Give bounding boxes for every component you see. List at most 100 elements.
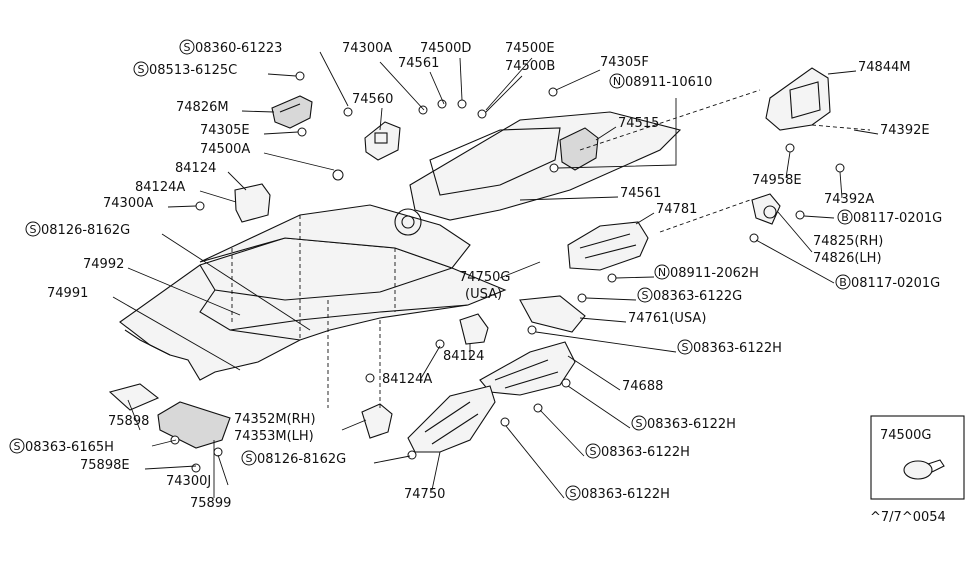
part-number: 84124A bbox=[135, 180, 185, 195]
prefix-letter: S bbox=[590, 445, 597, 458]
part-number: 08126-8162G bbox=[257, 452, 346, 467]
prefix-letter: S bbox=[636, 417, 643, 430]
part-label-p74781: 74781 bbox=[656, 202, 697, 217]
part-label-p74305f: 74305F bbox=[600, 55, 649, 70]
part-label-p74515: 74515 bbox=[618, 116, 659, 131]
rear-floor-section bbox=[394, 111, 682, 236]
part-number: 08911-2062H bbox=[670, 266, 759, 281]
part-label-p74353m: 74353M(LH) bbox=[234, 429, 314, 444]
part-number: (USA) bbox=[465, 287, 502, 302]
part-number: 74353M(LH) bbox=[234, 429, 314, 444]
part-label-p74352m: 74352M(RH) bbox=[234, 412, 316, 427]
part-number: 74844M bbox=[858, 60, 911, 75]
part-number: 74500E bbox=[505, 41, 555, 56]
part-number: 74761(USA) bbox=[628, 311, 706, 326]
prefix-badge bbox=[837, 209, 853, 225]
part-number: 08363-6165H bbox=[25, 440, 114, 455]
prefix-badge bbox=[835, 274, 851, 290]
prefix-badge bbox=[241, 450, 257, 466]
part-number: 08363-6122H bbox=[601, 445, 690, 460]
part-number: 08117-0201G bbox=[851, 276, 940, 291]
prefix-letter: N bbox=[658, 266, 666, 279]
part-label-p74561_right: 74561 bbox=[620, 186, 661, 201]
prefix-badge bbox=[179, 39, 195, 55]
part-label-p08911_2062h: N 08911-2062H bbox=[654, 264, 759, 281]
bracket-74560 bbox=[364, 121, 401, 161]
prefix-badge bbox=[631, 415, 647, 431]
part-label-p08363_b: S 08363-6122H bbox=[631, 415, 736, 432]
part-number: 84124 bbox=[175, 161, 216, 176]
insulator-74688 bbox=[479, 341, 576, 396]
part-number: 08117-0201G bbox=[853, 211, 942, 226]
part-number: 74688 bbox=[622, 379, 663, 394]
part-number: 74825(RH) bbox=[813, 234, 883, 249]
part-label-p84124_mid: 84124 bbox=[443, 349, 484, 364]
part-label-p74825: 74825(RH) bbox=[813, 234, 883, 249]
prefix-letter: S bbox=[642, 289, 649, 302]
insulator-74750 bbox=[407, 385, 496, 453]
prefix-badge bbox=[585, 443, 601, 459]
prefix-badge bbox=[677, 339, 693, 355]
part-number: 74352M(RH) bbox=[234, 412, 316, 427]
prefix-letter: S bbox=[30, 223, 37, 236]
cover-74844m bbox=[765, 67, 871, 131]
prefix-badge bbox=[565, 485, 581, 501]
part-number: 84124A bbox=[382, 372, 432, 387]
part-label-p08363_6122g: S 08363-6122G bbox=[637, 287, 742, 304]
prefix-badge bbox=[25, 221, 41, 237]
part-number: 74991 bbox=[47, 286, 88, 301]
part-number: 74305F bbox=[600, 55, 649, 70]
part-number: 08363-6122H bbox=[693, 341, 782, 356]
leader-lines bbox=[112, 51, 879, 499]
part-number: 74300A bbox=[342, 41, 392, 56]
inset-74500g bbox=[870, 415, 965, 500]
part-label-p08363_c: S 08363-6122H bbox=[585, 443, 690, 460]
part-label-p74958e: 74958E bbox=[752, 173, 802, 188]
prefix-letter: B bbox=[839, 276, 847, 289]
part-label-p75898: 75898 bbox=[108, 414, 149, 429]
part-label-p74750g_usa: (USA) bbox=[465, 287, 502, 302]
bracket-84124-upper bbox=[234, 183, 271, 223]
prefix-badge bbox=[637, 287, 653, 303]
part-label-p74305e: 74305E bbox=[200, 123, 250, 138]
part-label-p74750: 74750 bbox=[404, 487, 445, 502]
bracket-74825 bbox=[751, 193, 781, 225]
inset-label: 74500G bbox=[880, 428, 931, 443]
prefix-letter: S bbox=[570, 487, 577, 500]
part-number: 74392A bbox=[824, 192, 874, 207]
footer-code: ^7/7^0054 bbox=[870, 510, 946, 525]
part-number: 08360-61223 bbox=[195, 41, 282, 56]
part-label-p74500a: 74500A bbox=[200, 142, 250, 157]
part-label-p74826: 74826(LH) bbox=[813, 251, 882, 266]
prefix-badge bbox=[609, 73, 625, 89]
part-number: 74826M bbox=[176, 100, 229, 115]
part-label-p75898e: 75898E bbox=[80, 458, 130, 473]
part-number: 74958E bbox=[752, 173, 802, 188]
part-number: 75898E bbox=[80, 458, 130, 473]
prefix-badge bbox=[9, 438, 25, 454]
part-number: 74500D bbox=[420, 41, 471, 56]
part-label-p74300j: 74300J bbox=[166, 474, 211, 489]
part-label-p74750g: 74750G bbox=[459, 270, 510, 285]
fasteners bbox=[170, 71, 845, 473]
prefix-letter: S bbox=[184, 41, 191, 54]
part-number: 75898 bbox=[108, 414, 149, 429]
part-label-p74560: 74560 bbox=[352, 92, 393, 107]
part-label-p74826m: 74826M bbox=[176, 100, 229, 115]
part-number: 74561 bbox=[398, 56, 439, 71]
part-number: 84124 bbox=[443, 349, 484, 364]
part-number: 74305E bbox=[200, 123, 250, 138]
part-number: 08363-6122G bbox=[653, 289, 742, 304]
floor-pan-74991 bbox=[119, 237, 507, 381]
part-number: 74392E bbox=[880, 123, 930, 138]
part-number: 08363-6122H bbox=[647, 417, 736, 432]
part-number: 74560 bbox=[352, 92, 393, 107]
part-label-p84124a_mid: 84124A bbox=[382, 372, 432, 387]
